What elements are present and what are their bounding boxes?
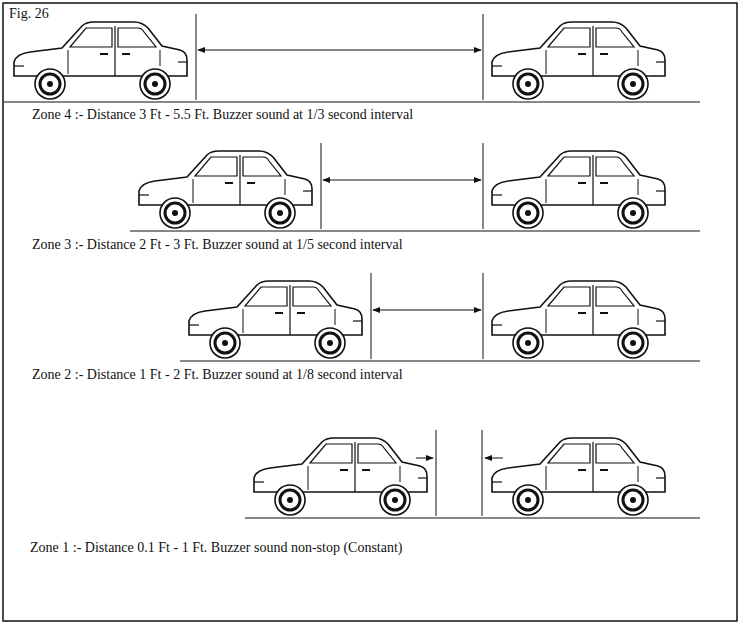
zone-caption: Zone 3 :- Distance 2 Ft - 3 Ft. Buzzer s… [32,237,403,253]
zone-2-scene [180,273,700,361]
zone-1-scene [245,430,700,518]
zone-caption: Zone 2 :- Distance 1 Ft - 2 Ft. Buzzer s… [32,367,403,383]
zone-caption: Zone 1 :- Distance 0.1 Ft - 1 Ft. Buzzer… [30,540,403,556]
frame [3,3,737,621]
zone-4-scene [4,14,700,102]
figure-label: Fig. 26 [9,6,49,22]
zone-3-scene [130,143,700,231]
zone-caption: Zone 4 :- Distance 3 Ft - 5.5 Ft. Buzzer… [32,107,413,123]
